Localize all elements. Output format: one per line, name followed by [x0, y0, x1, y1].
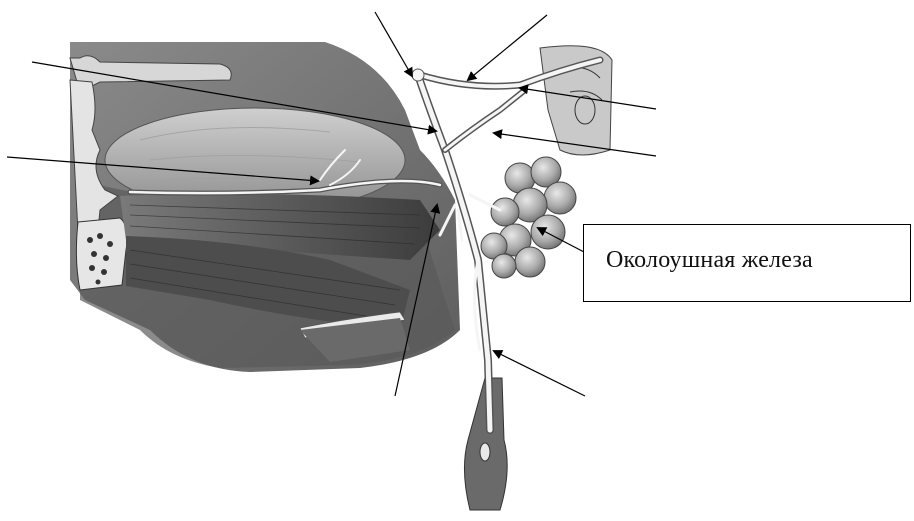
parotid-label: Околоушная железа	[606, 247, 813, 274]
parotid-gland	[481, 157, 576, 278]
arrow-lower-right	[494, 351, 585, 396]
arrow-top-left	[375, 12, 412, 76]
parotid-label-box: Околоушная железа	[583, 224, 911, 302]
superior-ganglion	[412, 69, 424, 81]
carotid-body	[480, 443, 490, 461]
arrow-top-right	[468, 15, 547, 80]
hyoid-bone	[76, 218, 127, 290]
